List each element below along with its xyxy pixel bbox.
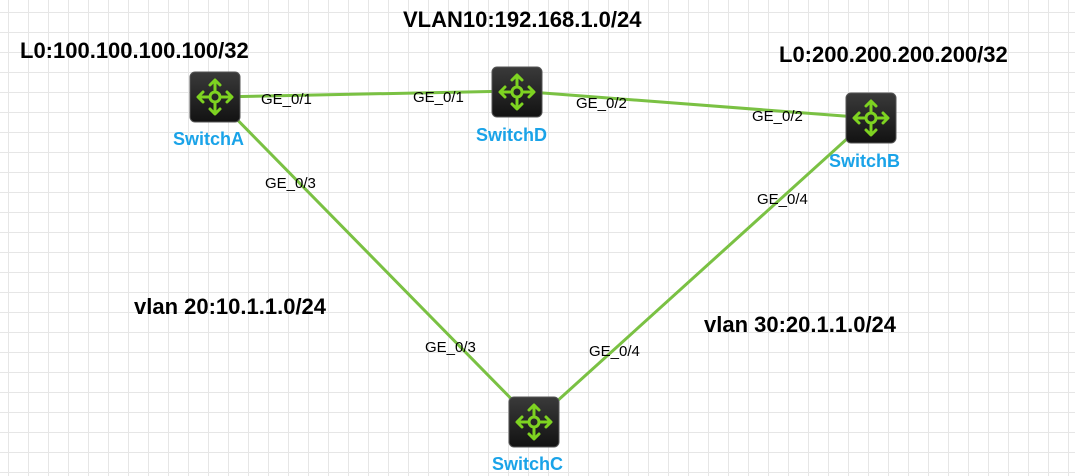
switch-b-loopback-label: L0:200.200.200.200/32 [779,42,1008,67]
switch-a-loopback-label: L0:100.100.100.100/32 [20,38,249,63]
layer3-switch-icon [491,66,543,118]
vlan10-label: VLAN10:192.168.1.0/24 [403,7,642,32]
vlan30-label: vlan 30:20.1.1.0/24 [704,312,897,337]
switch-d-label: SwitchD [476,125,548,145]
port-label-c-to-a: GE_0/3 [425,339,476,356]
layer3-switch-icon [189,71,241,123]
port-label-b-to-c: GE_0/4 [757,191,808,208]
port-label-b-to-d: GE_0/2 [752,108,803,125]
switch-b-label: SwitchB [829,151,901,171]
port-label-d-to-b: GE_0/2 [576,95,627,112]
switch-c[interactable] [508,396,560,448]
switch-a-label: SwitchA [173,129,245,149]
link-d-b [516,89,871,120]
port-label-d-to-a: GE_0/1 [413,89,464,106]
switch-a[interactable] [189,71,241,123]
port-label-c-to-b: GE_0/4 [589,343,640,360]
port-label-a-to-c: GE_0/3 [265,175,316,192]
port-label-a-to-d: GE_0/1 [261,91,312,108]
link-a-d [214,89,518,99]
switch-c-label: SwitchC [492,454,564,474]
link-a-c [213,95,536,424]
switch-b[interactable] [845,92,897,144]
layer3-switch-icon [845,92,897,144]
switch-d[interactable] [491,66,543,118]
vlan20-label: vlan 20:10.1.1.0/24 [134,294,327,319]
layer3-switch-icon [508,396,560,448]
link-b-c [532,116,872,424]
